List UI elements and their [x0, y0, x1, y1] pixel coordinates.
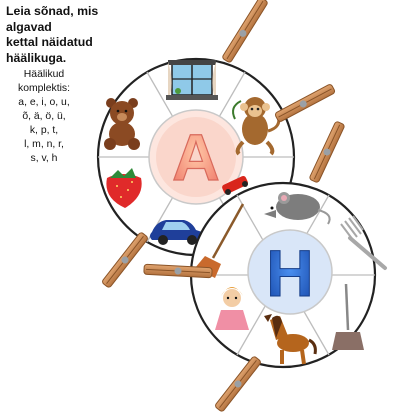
clothespin-icon	[274, 84, 336, 122]
clothespin-icon	[102, 232, 148, 288]
dustpan-icon	[332, 283, 364, 350]
fork-icon	[340, 215, 387, 270]
sound-set-line: l, m, n, r,	[24, 139, 64, 150]
sound-set-line: a, e, i, o, u,	[18, 97, 70, 108]
instruction-line: kettal näidatud	[6, 35, 93, 49]
sound-set-line: komplektis:	[18, 83, 70, 94]
doll-icon	[215, 287, 249, 330]
blue-car-icon	[150, 220, 204, 245]
mouse-icon	[264, 192, 331, 225]
wheel-h: H	[189, 181, 387, 369]
wheel-a: A	[96, 57, 296, 257]
window-icon	[166, 60, 218, 100]
broom-icon	[195, 203, 245, 278]
sound-set-line: k, p, t,	[29, 125, 59, 136]
horse-icon	[264, 314, 317, 365]
teddy-bear-icon	[104, 98, 140, 150]
sound-set-line: s, v, h	[30, 153, 58, 164]
clothespin-icon	[309, 121, 345, 183]
clothespin-icon	[143, 263, 213, 279]
wheel-letter: A	[172, 120, 220, 194]
sound-set-line: Häälikud	[23, 69, 65, 80]
toy-car-icon	[222, 175, 248, 195]
clothespin-icon	[222, 0, 268, 63]
strawberry-icon	[106, 168, 142, 208]
instruction-title: Leia sõnad, mis algavad kettal näidatud …	[6, 4, 118, 66]
instruction-line: Leia sõnad, mis algavad	[6, 4, 99, 34]
monkey-icon	[232, 97, 281, 156]
sound-set-box: Häälikud komplektis: a, e, i, o, u, õ, ä…	[4, 68, 84, 166]
instruction-line: häälikuga.	[6, 50, 67, 65]
wheel-letter: H	[266, 236, 314, 310]
clothespin-icon	[215, 356, 261, 412]
sound-set-line: õ, ä, ö, ü,	[22, 111, 66, 122]
